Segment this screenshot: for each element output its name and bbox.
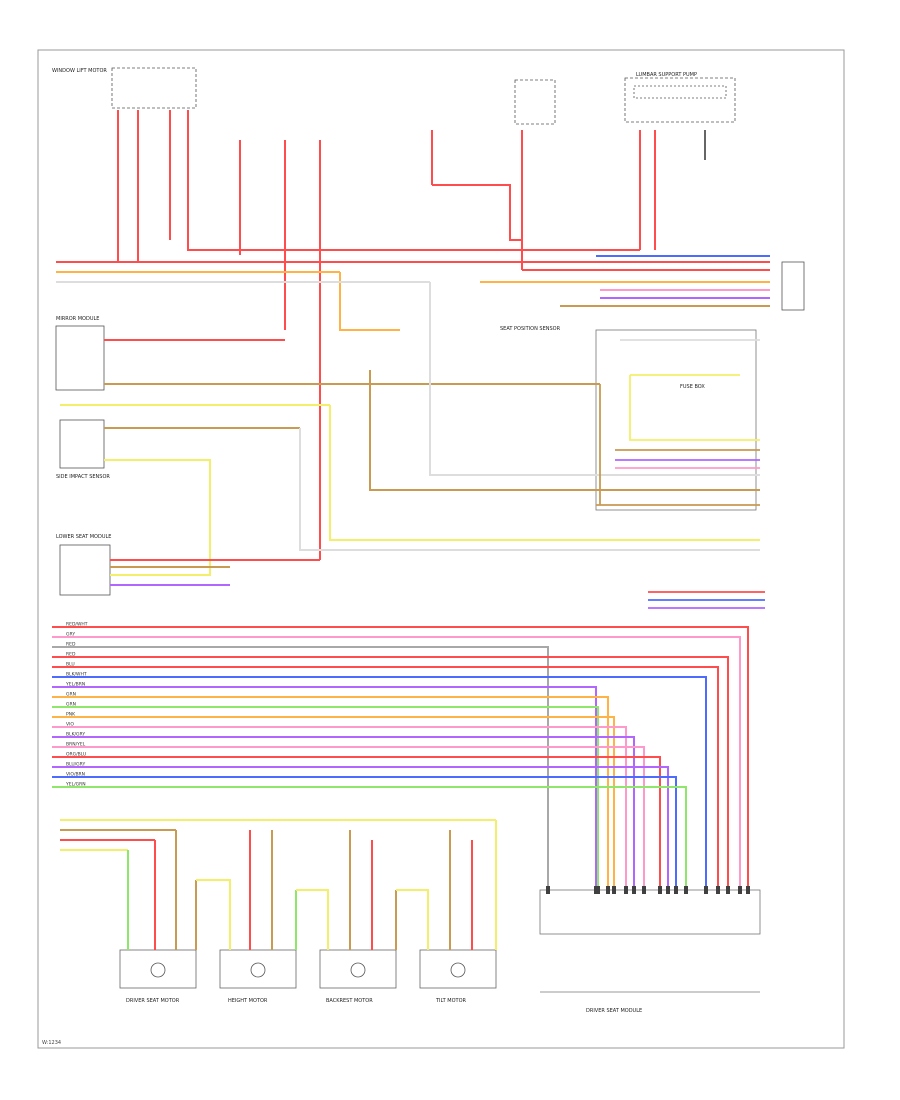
bus-wire — [52, 666, 719, 890]
module-pin — [606, 886, 610, 894]
fuse-box-wires — [596, 339, 760, 506]
bus-wire — [52, 766, 669, 890]
module-pin — [596, 886, 600, 894]
bus-wire-label: BLK/GRY — [66, 732, 85, 738]
label-seat-position-sensor: SEAT POSITION SENSOR — [500, 326, 561, 332]
label-backrest-motor: BACKREST MOTOR — [326, 998, 373, 1004]
component-fuse-box — [595, 329, 757, 511]
label-lower-seat-module: LOWER SEAT MODULE — [56, 534, 111, 540]
diagram-frame — [37, 49, 845, 1049]
label-driver-seat-module: DRIVER SEAT MODULE — [586, 1008, 642, 1014]
bus-wire — [52, 746, 645, 890]
bus-wire — [52, 636, 741, 890]
bus-wire — [52, 696, 609, 890]
bus-wire — [52, 716, 615, 890]
label-lumbar-support-pump: LUMBAR SUPPORT PUMP — [636, 72, 697, 78]
component-relay-1 — [514, 79, 556, 125]
motor-box-1 — [119, 949, 197, 989]
mid-left-wires — [60, 282, 760, 586]
module-pin — [642, 886, 646, 894]
bus-wire — [52, 776, 677, 890]
component-seat-module-top — [624, 77, 736, 123]
bottom-motors — [119, 949, 497, 989]
component-right-connector — [781, 261, 805, 311]
label-fuse-box: FUSE BOX — [680, 384, 705, 390]
bus-wire — [52, 786, 687, 890]
label-window-lift-motor: WINDOW LIFT MOTOR — [52, 68, 107, 74]
bus-wire-label: PNK — [66, 712, 76, 718]
bus-wire — [52, 706, 599, 890]
bus-wire-label: RED — [66, 652, 76, 658]
module-pin — [726, 886, 730, 894]
module-pin — [624, 886, 628, 894]
module-pin — [546, 886, 550, 894]
motor-box-4 — [419, 949, 497, 989]
bus-wire-label: RED — [66, 642, 76, 648]
motor-wire-drops — [60, 819, 497, 950]
bus-wire-label: YEL/BRN — [65, 682, 85, 688]
label-driver-seat-motor: DRIVER SEAT MOTOR — [126, 998, 180, 1004]
bus-wire-label: BLU — [66, 662, 75, 668]
bus-wire-label: YEL/GRN — [65, 782, 86, 788]
bus-wire-label: VIO/BRN — [66, 772, 85, 778]
module-pin — [612, 886, 616, 894]
bus-wire-label: GRY — [66, 632, 75, 638]
label-side-impact-sensor: SIDE IMPACT SENSOR — [56, 474, 110, 480]
harness-bus — [52, 626, 749, 890]
module-pin — [704, 886, 708, 894]
harness-bus-labels: RED/WHT GRY RED RED BLU BLK/WHT YEL/BRN GRN GRN P… — [65, 622, 88, 788]
bus-wire — [52, 756, 661, 890]
module-pin — [658, 886, 662, 894]
module-pin — [674, 886, 678, 894]
seat-module-pins — [546, 886, 750, 894]
module-pin — [738, 886, 742, 894]
motor-symbols — [150, 962, 466, 978]
motor-box-2 — [219, 949, 297, 989]
bus-wire-label: GRN — [66, 702, 76, 708]
bus-wire — [52, 646, 549, 890]
bus-wire — [52, 626, 749, 890]
module-pin — [716, 886, 720, 894]
module-pin — [632, 886, 636, 894]
bus-wire-label: BLK/WHT — [66, 672, 87, 678]
bus-wire — [52, 676, 707, 890]
module-pin — [666, 886, 670, 894]
component-sensor-box — [59, 419, 105, 469]
top-components — [55, 67, 805, 993]
label-mirror-module: MIRROR MODULE — [56, 316, 99, 322]
bus-wire-label: RED/WHT — [66, 622, 88, 628]
component-driver-seat-module — [539, 889, 761, 935]
motor-box-3 — [319, 949, 397, 989]
component-labels: WINDOW LIFT MOTOR MIRROR MODULE SIDE IMP… — [52, 68, 705, 1014]
bus-wire — [52, 686, 597, 890]
bus-wire-label: BLU/GRY — [66, 762, 86, 768]
component-window-switch — [111, 67, 197, 109]
component-lower-seat-module — [59, 544, 111, 596]
bus-wire — [52, 736, 635, 890]
bus-wire — [52, 656, 729, 890]
bus-wire-label: BRN/YEL — [66, 742, 86, 748]
component-lumbar-module — [55, 325, 105, 391]
bus-wire-label: VIO — [66, 722, 74, 728]
label-height-motor: HEIGHT MOTOR — [228, 998, 268, 1004]
module-pin — [684, 886, 688, 894]
bus-wire-label: ORG/BLU — [66, 752, 86, 758]
label-tilt-motor: TILT MOTOR — [435, 998, 467, 1004]
right-sensor-wires — [648, 591, 765, 609]
module-pin — [746, 886, 750, 894]
diagram-id: W:1234 — [42, 1040, 61, 1046]
bus-wire-label: GRN — [66, 692, 76, 698]
top-horizontal-runs — [56, 184, 770, 331]
top-wires — [117, 110, 706, 560]
bus-wire — [52, 726, 627, 890]
